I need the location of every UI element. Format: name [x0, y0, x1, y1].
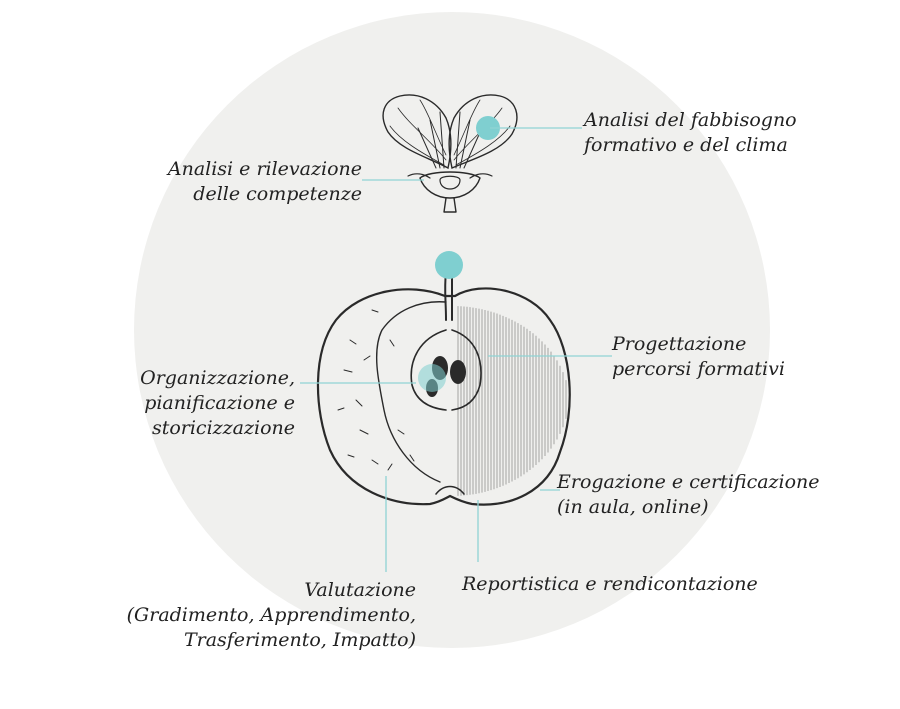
label-organizzazione-line2: pianificazione e — [140, 391, 295, 416]
label-organizzazione-line1: Organizzazione, — [140, 366, 295, 391]
label-erogazione-line1: Erogazione e certificazione — [557, 470, 820, 495]
label-progettazione-line2: percorsi formativi — [612, 357, 785, 382]
label-progettazione: Progettazione percorsi formativi — [612, 332, 785, 382]
label-fabbisogno-line2: formativo e del clima — [584, 133, 797, 158]
label-organizzazione: Organizzazione, pianificazione e storici… — [140, 366, 295, 441]
label-competenze-line1: Analisi e rilevazione — [168, 157, 362, 182]
label-valutazione-line1: Valutazione — [127, 578, 416, 603]
label-fabbisogno-line1: Analisi del fabbisogno — [584, 108, 797, 133]
label-reportistica: Reportistica e rendicontazione — [462, 572, 758, 597]
apple-stem-accent-dot — [435, 251, 463, 279]
label-competenze: Analisi e rilevazione delle competenze — [168, 157, 362, 207]
label-erogazione: Erogazione e certificazione (in aula, on… — [557, 470, 820, 520]
label-competenze-line2: delle competenze — [168, 182, 362, 207]
label-valutazione-line2: (Gradimento, Apprendimento, — [127, 603, 416, 628]
apple-core-accent-dot — [418, 364, 446, 392]
label-fabbisogno: Analisi del fabbisogno formativo e del c… — [584, 108, 797, 158]
label-valutazione: Valutazione (Gradimento, Apprendimento, … — [127, 578, 416, 653]
label-reportistica-line1: Reportistica e rendicontazione — [462, 572, 758, 597]
label-organizzazione-line3: storicizzazione — [140, 416, 295, 441]
label-erogazione-line2: (in aula, online) — [557, 495, 820, 520]
label-progettazione-line1: Progettazione — [612, 332, 785, 357]
label-valutazione-line3: Trasferimento, Impatto) — [127, 628, 416, 653]
